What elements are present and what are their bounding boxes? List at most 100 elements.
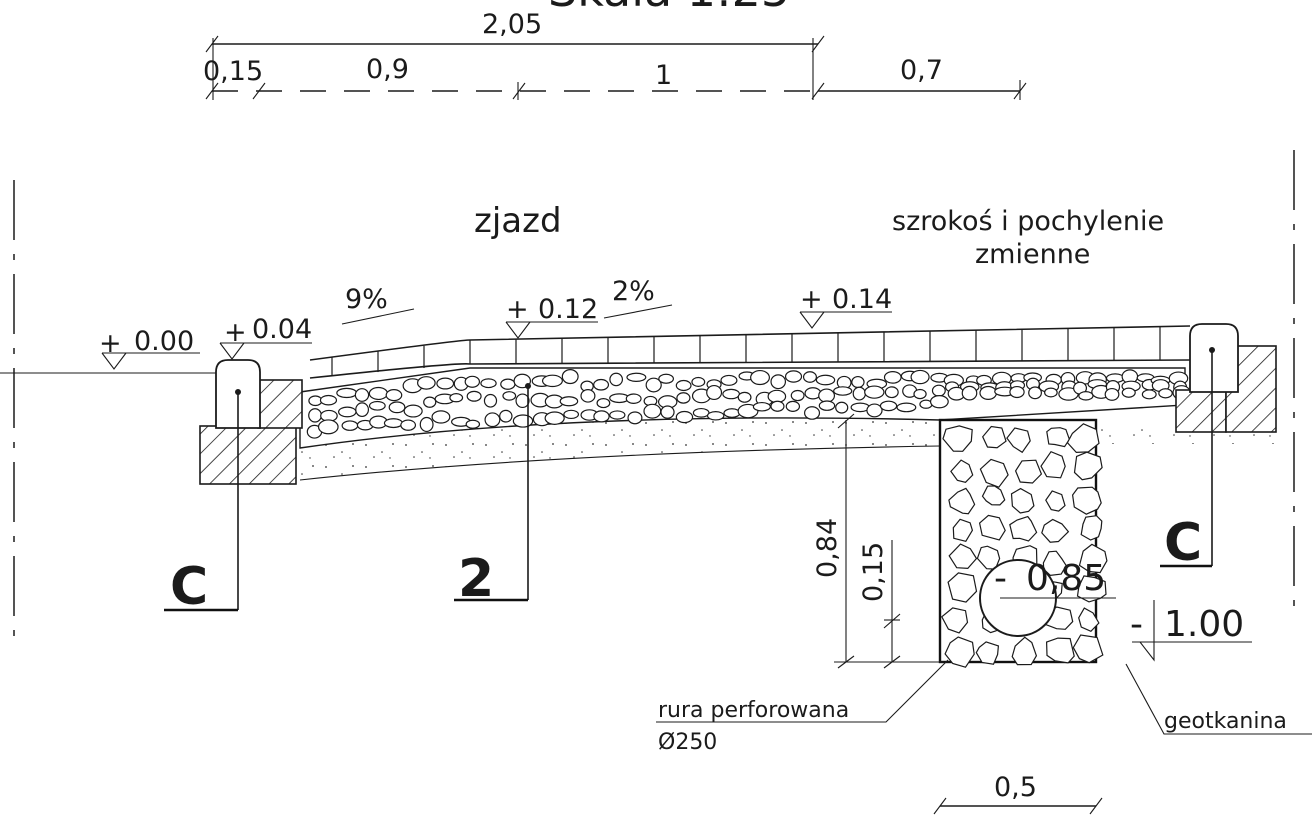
aggregate-stone: [596, 397, 611, 409]
aggregate-stone: [643, 403, 662, 419]
svg-text:2%: 2%: [612, 276, 655, 307]
label-width-note-line2: zmienne: [975, 239, 1090, 270]
label-width-note-line1: szrokoś i pochylenie: [892, 206, 1164, 237]
aggregate-stone: [675, 410, 694, 424]
geotextile-label: geotkanina: [1125, 663, 1312, 735]
svg-text:9%: 9%: [345, 284, 388, 315]
aggregate-stone: [417, 376, 436, 390]
trench-stone: [948, 543, 978, 570]
aggregate-stone: [1158, 388, 1173, 399]
aggregate-stone: [580, 389, 596, 403]
aggregate-stone: [720, 374, 738, 386]
aggregate-stone: [929, 394, 949, 409]
aggregate-stone: [480, 378, 497, 389]
svg-text:2: 2: [458, 549, 494, 609]
svg-text:0.14: 0.14: [832, 284, 892, 315]
dimension-0-15: 0,15: [203, 56, 263, 87]
trench-stone: [1076, 575, 1107, 603]
svg-text:+: +: [506, 294, 529, 325]
dimension-0-9: 0,9: [366, 54, 409, 85]
aggregate-stone: [319, 394, 338, 406]
aggregate-stone: [784, 370, 803, 383]
trench-stone: [1009, 515, 1038, 542]
aggregate-stone: [383, 418, 403, 429]
trench-stone: [1072, 634, 1104, 664]
aggregate-stone: [979, 385, 998, 400]
aggregate-stone: [1009, 385, 1025, 399]
trench-stone: [1046, 427, 1071, 448]
trench-stone: [1073, 451, 1103, 481]
aggregate-stone: [499, 409, 513, 423]
drainage-trench: [938, 418, 1108, 668]
aggregate-stone: [385, 389, 403, 402]
title-fragment: Skala 1:25: [548, 0, 790, 17]
svg-text:0.12: 0.12: [538, 294, 598, 325]
aggregate-stone: [436, 377, 455, 390]
aggregate-stone: [1028, 386, 1042, 400]
aggregate-stone: [500, 378, 516, 390]
aggregate-stone: [593, 378, 610, 391]
aggregate-stone: [910, 369, 930, 385]
aggregate-stone: [691, 376, 706, 387]
svg-text:geotkanina: geotkanina: [1164, 709, 1287, 734]
svg-text:0.04: 0.04: [252, 314, 312, 345]
aggregate-stone: [403, 404, 423, 418]
paver-course: [309, 325, 1191, 379]
elevation-0-04: + 0.04: [219, 314, 312, 360]
svg-text:C: C: [170, 557, 208, 617]
svg-text:0.00: 0.00: [134, 326, 194, 357]
aggregate-stone: [883, 370, 902, 384]
aggregate-stone: [723, 408, 741, 418]
trench-stone: [1045, 637, 1075, 664]
elevation-0-14: + 0.14: [799, 284, 892, 329]
drawing-frame: [0, 150, 1295, 640]
trench-stone: [1011, 636, 1038, 666]
aggregate-stone: [692, 407, 710, 418]
svg-text:-: -: [1130, 604, 1143, 645]
aggregate-stone: [626, 372, 647, 382]
trench-stone: [948, 487, 976, 515]
aggregate-stone: [308, 395, 323, 407]
aggregate-stone: [815, 374, 836, 386]
aggregate-stone: [961, 385, 978, 401]
svg-text:Ø250: Ø250: [658, 730, 717, 755]
section-marker-c-left: C: [164, 392, 239, 617]
aggregate-stone: [750, 369, 770, 386]
trench-stone: [975, 641, 1000, 665]
aggregate-stone: [388, 401, 406, 414]
svg-text:+: +: [800, 284, 823, 315]
trench-stone: [1006, 427, 1031, 454]
elevation-0-12: + 0.12: [505, 294, 598, 339]
aggregate-stone: [423, 396, 437, 408]
label-zjazd: zjazd: [474, 201, 562, 241]
aggregate-stone: [308, 408, 322, 423]
aggregate-stone: [706, 411, 725, 421]
aggregate-stone: [884, 386, 899, 399]
aggregate-stone: [512, 414, 534, 428]
svg-text:1.00: 1.00: [1164, 604, 1244, 645]
trench-stone: [950, 459, 974, 483]
right-curb: [1175, 323, 1277, 433]
trench-stone: [952, 518, 974, 542]
trench-stone: [1010, 487, 1035, 514]
aggregate-stone: [484, 412, 501, 428]
aggregate-stone: [515, 393, 530, 409]
aggregate-stone: [660, 405, 675, 419]
aggregate-stone: [818, 388, 836, 403]
aggregate-stone: [864, 385, 885, 399]
aggregate-stone: [790, 389, 805, 402]
aggregate-stone: [354, 388, 370, 402]
pipe-label: rura perforowana Ø250: [656, 659, 949, 755]
aggregate-stone: [502, 391, 517, 401]
trench-stone: [981, 485, 1006, 506]
aggregate-stone: [341, 420, 359, 431]
aggregate-stone: [544, 411, 565, 425]
aggregate-stone: [1078, 391, 1094, 401]
aggregate-stone: [802, 371, 817, 383]
dimension-0-7: 0,7: [900, 55, 943, 86]
slope-2-percent: 2%: [603, 276, 673, 319]
slope-9-percent: 9%: [341, 284, 415, 325]
svg-text:+: +: [99, 328, 122, 359]
trench-stone: [1042, 550, 1067, 577]
aggregate-stone: [645, 377, 662, 393]
